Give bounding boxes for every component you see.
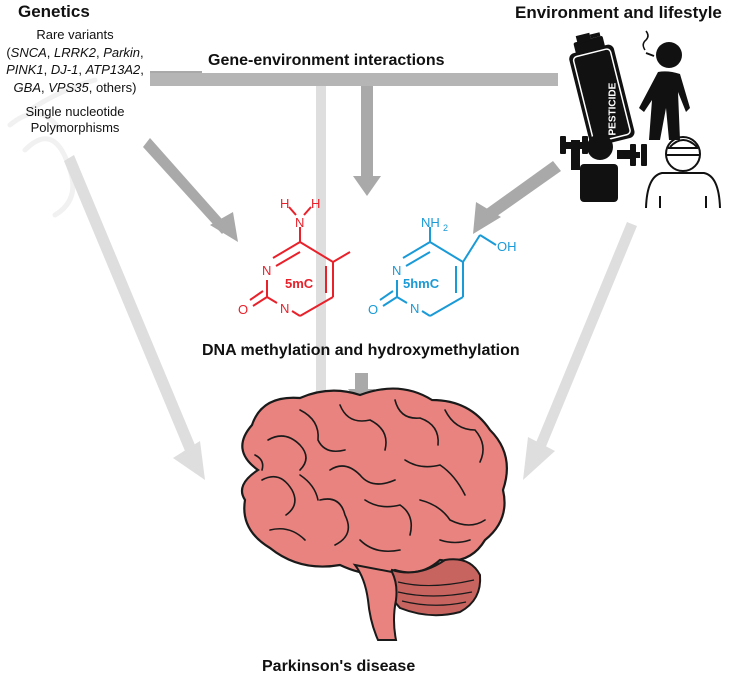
arrow-genetics-to-dna: [143, 138, 238, 242]
head-injury-person-icon: [645, 136, 721, 209]
arrow-genetics-to-pd: [64, 155, 205, 480]
mc-atom-h-left: H: [280, 196, 289, 211]
gene-environment-interactions-label: Gene-environment interactions: [208, 52, 445, 69]
hmc-atom-n3: N: [410, 301, 419, 316]
pesticide-label: PESTICIDE: [607, 82, 618, 135]
rare-variants-label: Rare variants: [36, 27, 114, 42]
molecule-5mc-atoms: H H N N N O 5mC: [238, 196, 320, 317]
hmc-atom-sub2: 2: [443, 223, 448, 233]
mc-atom-n-amine: N: [295, 215, 304, 230]
genetics-title: Genetics: [18, 2, 90, 21]
gene-list-line-1: (SNCA, LRRK2, Parkin,: [6, 44, 144, 60]
brain-cerebrum: [240, 387, 508, 576]
gene-vps35: VPS35: [48, 79, 89, 95]
exercise-person-icon: [560, 134, 647, 202]
gene-list-line-3: GBA, VPS35, others): [13, 79, 137, 95]
gene-others: others: [95, 79, 133, 95]
dna-methylation-label: DNA methylation and hydroxymethylation: [202, 342, 520, 359]
arrow-environment-to-dna: [473, 161, 561, 234]
brain-stem: [352, 563, 398, 641]
parkinsons-disease-label: Parkinson's disease: [262, 658, 416, 675]
arrow-environment-to-pd: [523, 222, 637, 480]
gene-pink1: PINK1: [6, 62, 44, 77]
hmc-atom-n1: N: [392, 263, 401, 278]
smoking-person-icon: [639, 30, 690, 140]
hmc-atom-nh2: NH: [421, 215, 440, 230]
brain-cerebellum: [389, 558, 482, 617]
hmc-atom-o: O: [368, 302, 378, 317]
mc-atom-o: O: [238, 302, 248, 317]
brain-gyri: [254, 399, 486, 553]
molecule-5mc: [249, 206, 351, 317]
mc-atom-n1: N: [262, 263, 271, 278]
gene-atp13a2: ATP13A2: [85, 62, 141, 77]
environment-title: Environment and lifestyle: [515, 3, 722, 22]
mc-atom-h-right: H: [311, 196, 320, 211]
gei-bar: [150, 73, 558, 86]
gene-list-line-2: PINK1, DJ-1, ATP13A2,: [6, 62, 144, 77]
mc-atom-n3: N: [280, 301, 289, 316]
molecule-5hmc-atoms: NH 2 N N O OH 5hmC: [368, 215, 517, 317]
snp-label-line-2: Polymorphisms: [30, 120, 120, 135]
hmc-label: 5hmC: [403, 276, 440, 291]
snp-label: Single nucleotide Polymorphisms: [0, 104, 150, 136]
dark-arrows: [143, 71, 561, 408]
light-arrows: [64, 82, 637, 480]
gene-dj1: DJ-1: [50, 62, 79, 77]
mc-label: 5mC: [285, 276, 314, 291]
snp-label-line-1: Single nucleotide: [25, 104, 125, 119]
molecule-5hmc: [379, 227, 497, 317]
hmc-atom-oh: OH: [497, 239, 517, 254]
genetics-details: Rare variants (SNCA, LRRK2, Parkin, PINK…: [0, 26, 150, 136]
arrow-gei-to-dna: [353, 86, 381, 196]
gene-gba: GBA: [13, 79, 42, 95]
gene-lrrk2: LRRK2: [54, 44, 96, 60]
gene-parkin: Parkin: [103, 44, 141, 60]
gene-snca: SNCA: [10, 44, 47, 60]
pesticide-can-icon: PESTICIDE: [569, 32, 635, 147]
brain-illustration: [240, 387, 508, 641]
cerebellum-folds: [397, 579, 475, 606]
